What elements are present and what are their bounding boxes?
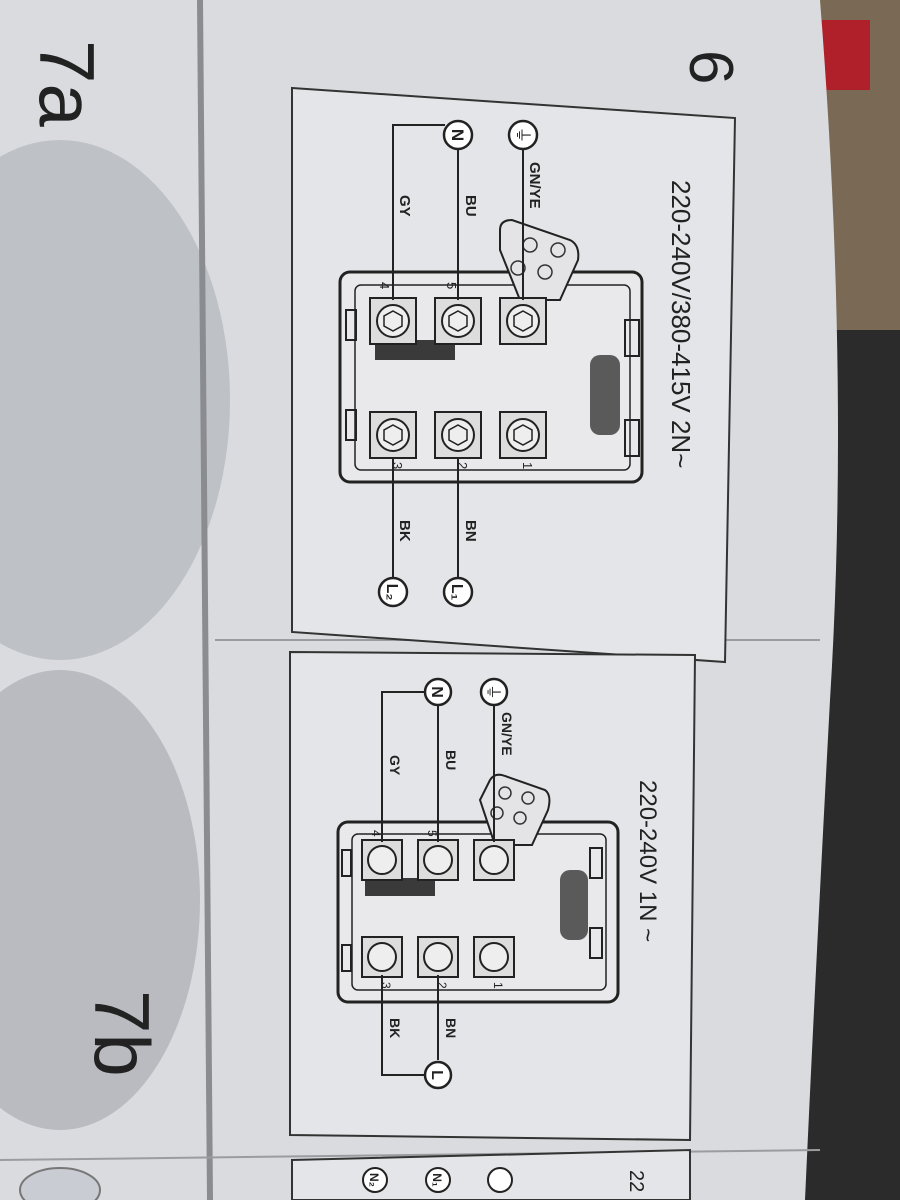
screw-terminal — [473, 839, 515, 881]
wiring-panel-partial: 22 N₁ N₂ — [291, 1148, 691, 1200]
terminal-number: 4 — [369, 830, 383, 837]
section-label-7b: 7b — [78, 990, 166, 1077]
terminal-number: 5 — [444, 282, 459, 289]
cable-slot — [560, 870, 588, 940]
panel-voltage-title: 22 — [625, 1170, 647, 1192]
shadow — [0, 670, 200, 1130]
screw-terminal — [369, 411, 417, 459]
wiring-panel-1n: 220-240V 1N ~ 4 5 3 2 1 — [289, 650, 697, 1142]
wire-color-gy: GY — [387, 755, 403, 776]
terminal-number: 3 — [390, 462, 405, 469]
terminal-l2: L₂ — [377, 576, 409, 608]
earth-icon — [487, 1167, 513, 1193]
figure-number: 6 — [676, 50, 745, 84]
terminal-number: 3 — [379, 982, 393, 989]
terminal-number: 2 — [455, 462, 470, 469]
wires — [381, 691, 495, 1076]
svg-text:N: N — [428, 686, 445, 698]
wires — [392, 124, 524, 580]
terminal-n: N — [442, 119, 474, 151]
divider-line — [197, 0, 213, 1200]
screw-terminal — [361, 936, 403, 978]
screw-terminal — [473, 936, 515, 978]
screw-terminal — [434, 297, 482, 345]
wire-color-bk: BK — [396, 520, 413, 542]
screw-terminal — [434, 411, 482, 459]
wire-color-gnye: GN/YE — [526, 162, 543, 209]
terminal-block: 4 5 3 2 1 — [336, 773, 620, 1004]
svg-text:N₁: N₁ — [430, 1173, 444, 1187]
section-label-7a: 7a — [23, 40, 111, 127]
terminal-n2: N₂ — [362, 1167, 388, 1193]
shadow — [0, 140, 230, 660]
wire-color-bn: BN — [443, 1018, 459, 1038]
svg-text:⏚: ⏚ — [484, 684, 502, 700]
wire-color-gnye: GN/YE — [499, 712, 515, 756]
terminal-block: 4 5 3 2 1 — [338, 218, 644, 484]
wire-color-bu: BU — [443, 750, 459, 770]
terminal-number: 1 — [491, 982, 505, 989]
terminal-n1: N₁ — [425, 1167, 451, 1193]
svg-text:L₁: L₁ — [448, 584, 465, 601]
svg-text:N: N — [448, 129, 467, 141]
svg-text:L₂: L₂ — [383, 584, 400, 601]
wire-color-bk: BK — [387, 1018, 403, 1038]
screw-terminal — [369, 297, 417, 345]
cable-slot — [590, 355, 620, 435]
wiring-panel-2n: 220-240V/380-415V 2N~ — [291, 86, 737, 664]
terminal-l: L — [423, 1060, 453, 1090]
terminal-number: 5 — [425, 830, 439, 837]
jumper-bridge — [365, 878, 435, 896]
terminal-number: 1 — [520, 462, 535, 469]
wire-color-bu: BU — [462, 195, 479, 217]
screw-terminal — [417, 936, 459, 978]
wire-color-bn: BN — [462, 520, 479, 542]
screw-terminal — [417, 839, 459, 881]
terminal-n: N — [423, 677, 453, 707]
earth-icon: ⏚ — [479, 677, 509, 707]
panel-voltage-title: 220-240V 1N ~ — [634, 780, 661, 942]
svg-text:⏚: ⏚ — [513, 127, 532, 144]
terminal-l1: L₁ — [442, 576, 474, 608]
panel-voltage-title: 220-240V/380-415V 2N~ — [666, 180, 696, 468]
tape-roll — [19, 1167, 101, 1200]
wire-color-gy: GY — [396, 195, 413, 217]
earth-tab — [499, 218, 580, 301]
svg-text:L: L — [428, 1070, 445, 1080]
svg-text:N₂: N₂ — [367, 1173, 381, 1187]
screw-terminal — [499, 297, 547, 345]
earth-icon: ⏚ — [507, 119, 539, 151]
screw-terminal — [361, 839, 403, 881]
terminal-number: 2 — [435, 982, 449, 989]
screw-terminal — [499, 411, 547, 459]
terminal-number: 4 — [377, 282, 392, 289]
